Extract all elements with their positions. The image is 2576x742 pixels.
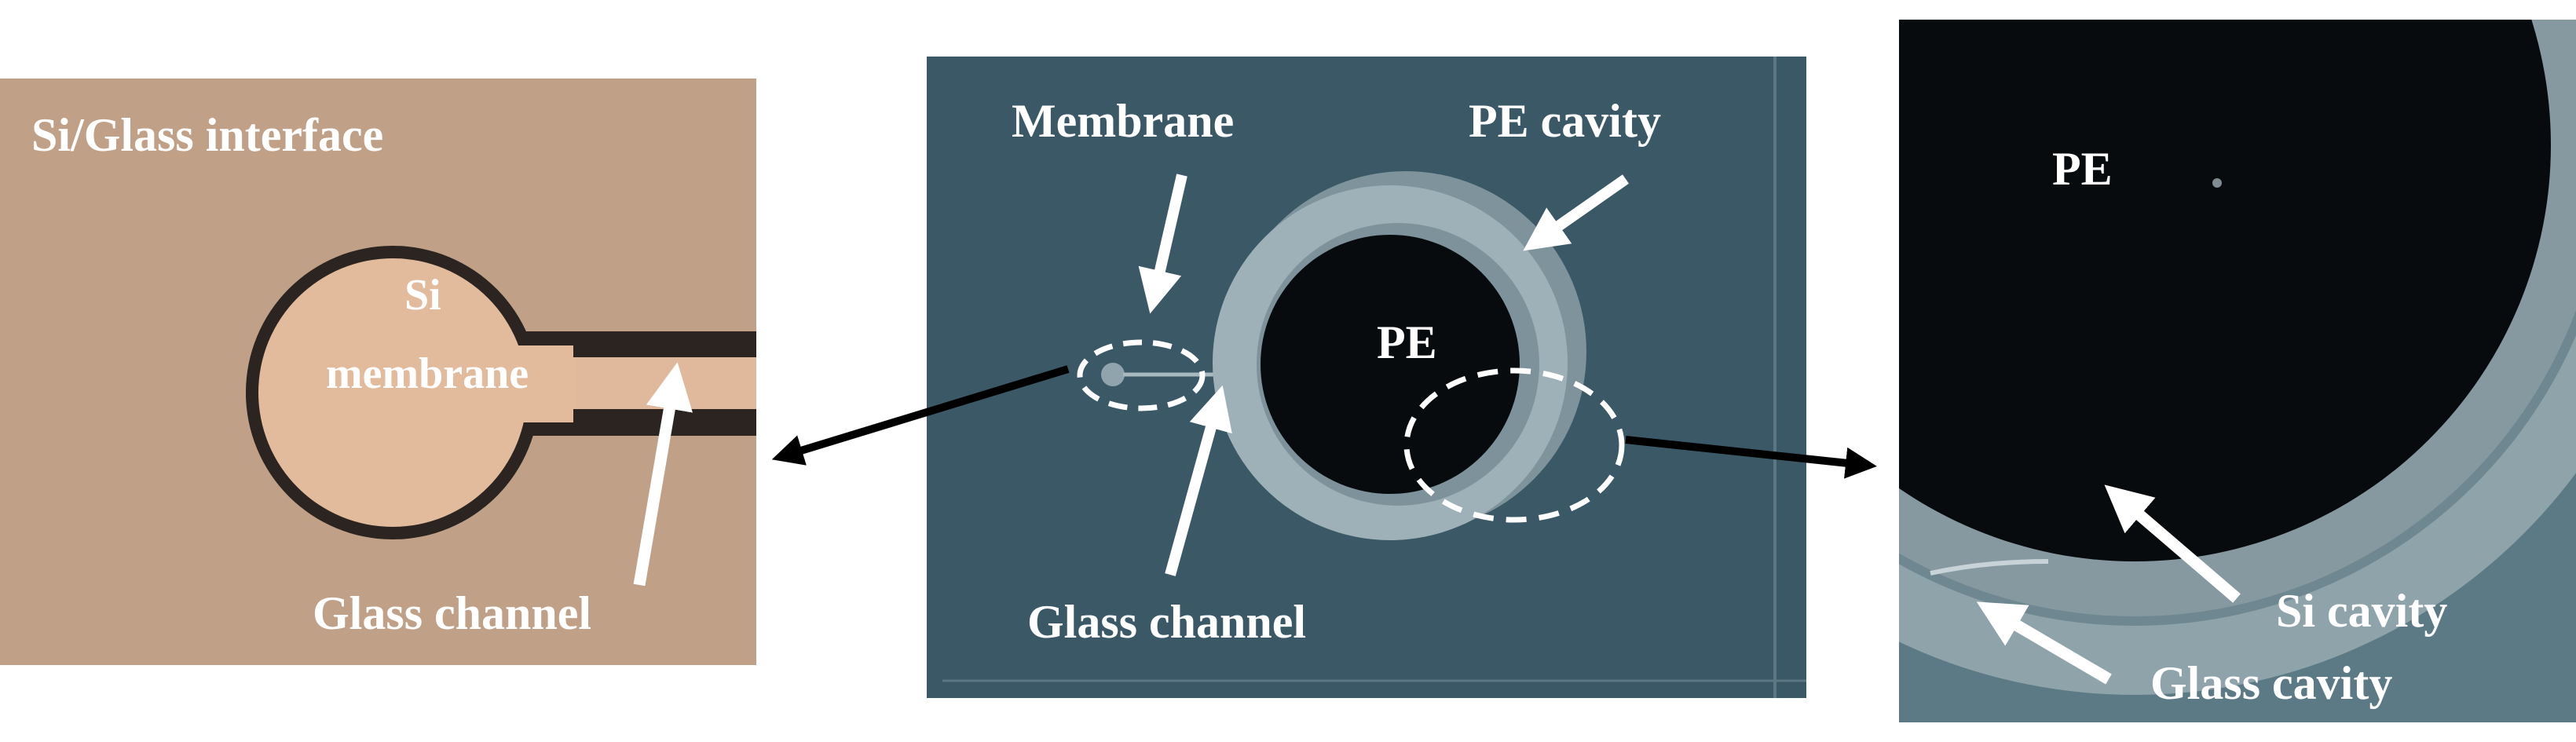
right-pe-label: PE [2052, 143, 2113, 195]
interface-title: Si/Glass interface [31, 109, 384, 161]
pe-cavity-label: PE cavity [1469, 95, 1661, 147]
membrane-disc [258, 258, 527, 527]
si-membrane-label-line1: Si [404, 271, 441, 320]
glass-cavity-highlight [1930, 559, 2049, 576]
left-glass-channel-label: Glass channel [313, 587, 592, 639]
si-membrane-label-line2: membrane [326, 349, 529, 398]
zoomed-cavity-photo [1899, 20, 2576, 722]
center-glass-channel-label: Glass channel [1027, 596, 1307, 648]
right-zoom-photo-panel: PE Si cavity Glass cavity [1899, 20, 2576, 722]
si-membrane-micrograph [0, 79, 756, 665]
membrane-label: Membrane [1012, 95, 1235, 147]
center-device-photo-panel: Membrane PE cavity PE Glass channel [927, 57, 1806, 698]
pe-dark-region [1899, 20, 2551, 561]
left-micrograph-panel: Si/Glass interface Si membrane Glass cha… [0, 79, 756, 665]
si-cavity-label: Si cavity [2276, 585, 2448, 637]
center-pe-label: PE [1377, 316, 1437, 368]
device-photo [927, 57, 1806, 698]
glass-cavity-label: Glass cavity [2150, 657, 2393, 709]
membrane-dot [1101, 363, 1125, 386]
pe-speck [2212, 178, 2222, 188]
